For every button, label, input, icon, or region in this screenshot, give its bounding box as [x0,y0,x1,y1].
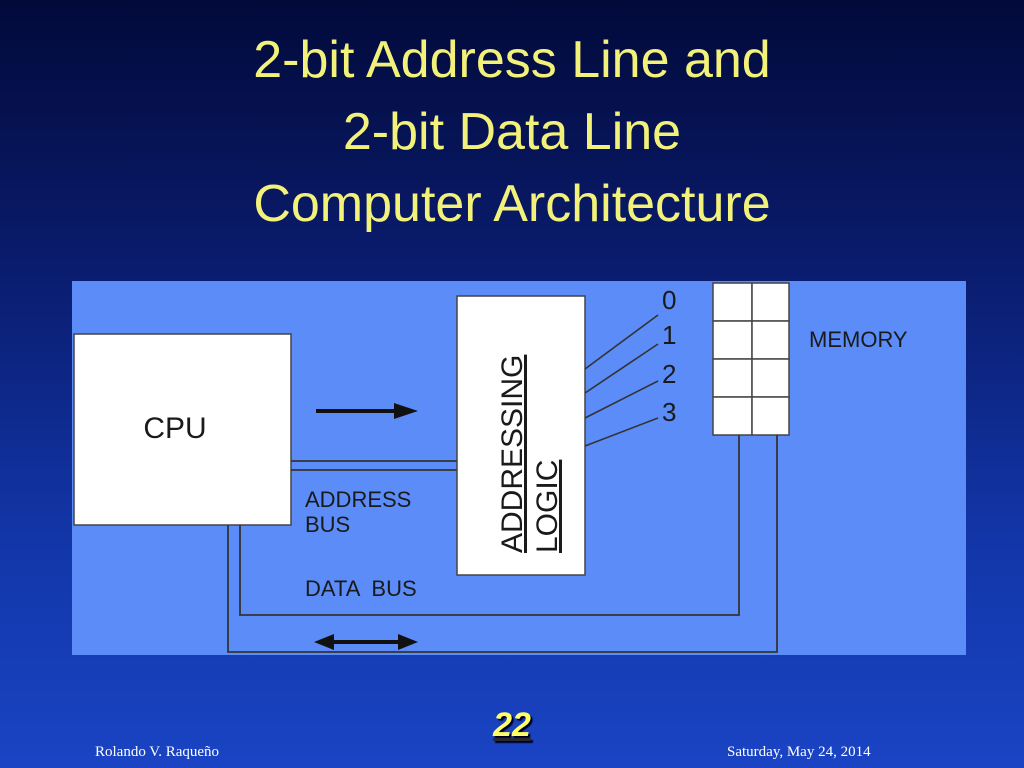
memory-cell [712,282,753,322]
data-direction-arrow [314,634,418,650]
memory-grid [712,282,790,436]
addressing-logic-box [456,295,586,576]
memory-label: MEMORY [809,327,908,352]
address-direction-arrow [316,403,418,419]
memory-cell [751,320,790,360]
footer-date: Saturday, May 24, 2014 [727,744,871,760]
title-line-3: Computer Architecture [253,175,771,233]
memory-cell [751,358,790,398]
memory-cell [751,282,790,322]
memory-cell [712,320,753,360]
address-select-lines [584,314,659,447]
data-bus-label: DATA BUS [305,576,417,601]
cpu-box [73,333,292,526]
memory-cell [712,396,753,436]
address-line-label-1: 1 [662,320,676,350]
footer-author: Rolando V. Raqueño [95,744,220,760]
architecture-diagram: CPU ADDRESS BUS ADDRESSING LOGIC 0 1 2 3… [72,281,966,655]
memory-cell [751,396,790,436]
memory-cell [712,358,753,398]
address-bus-label-line-1: ADDRESS [305,487,411,512]
addressing-logic-label-line-2: LOGIC [531,460,564,553]
addressing-logic-label-line-1: ADDRESSING [496,355,529,553]
title-line-1: 2-bit Address Line and [253,31,771,89]
address-line-label-3: 3 [662,397,676,427]
page-number: 22 [493,706,531,744]
cpu-label: CPU [143,412,206,445]
address-line-label-0: 0 [662,285,676,315]
title-line-2: 2-bit Data Line [342,103,682,161]
slide-title: 2-bit Address Line and 2-bit Data Line C… [0,24,1024,240]
data-bus-lines [227,435,778,653]
address-bus-lines [291,460,457,471]
address-bus-label-line-2: BUS [305,512,350,537]
address-line-label-2: 2 [662,359,676,389]
